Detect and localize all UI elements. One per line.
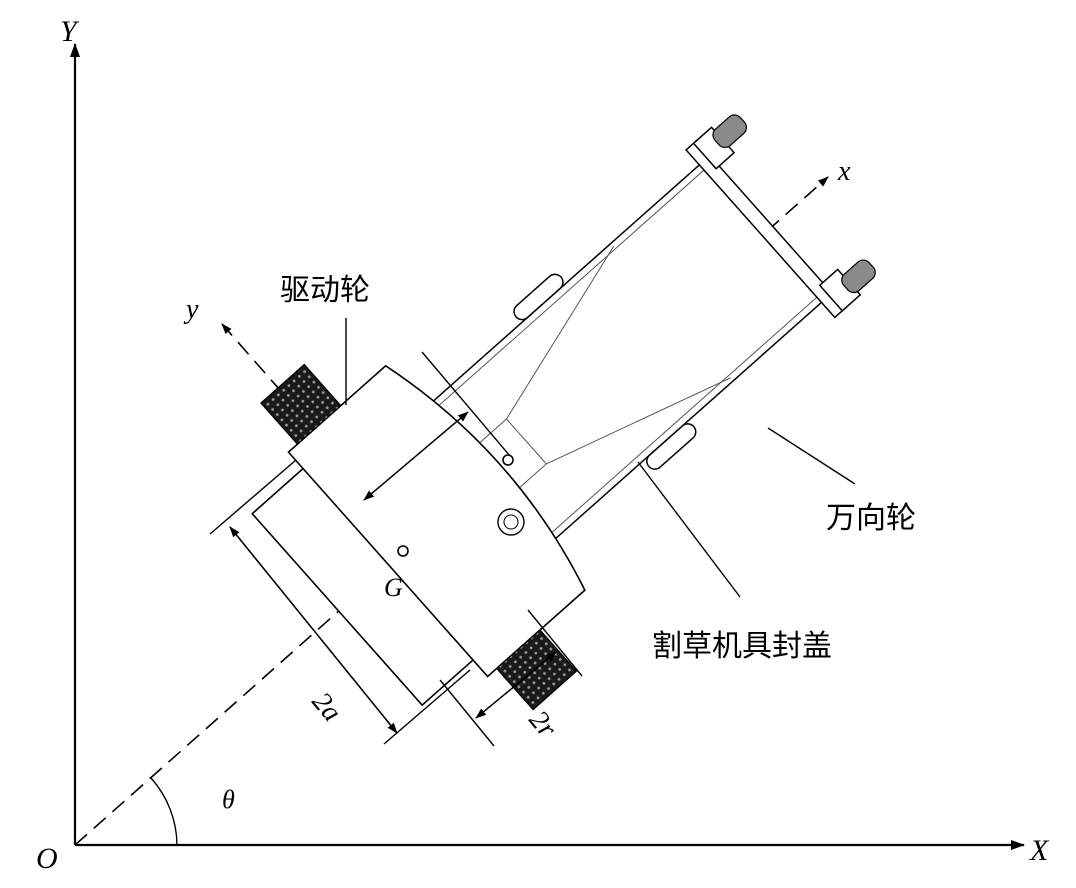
dim-2a-label: 2a	[306, 686, 348, 727]
front-extension-line	[421, 351, 511, 457]
caster-wheel-top	[692, 114, 748, 170]
front-knob	[497, 508, 525, 536]
mower-cover-label: 割草机具封盖	[652, 629, 832, 664]
origin-label: O	[36, 842, 58, 875]
global-x-label: X	[1029, 834, 1050, 867]
caster-wheel-bottom	[818, 259, 876, 312]
caster-wheel-label: 万向轮	[826, 501, 916, 536]
theta-arc	[150, 777, 178, 846]
front-reference-point	[502, 454, 514, 466]
center-of-mass-label: G	[384, 573, 403, 602]
rear-bracket	[685, 139, 847, 319]
dim-2r-ext-left	[439, 679, 495, 747]
dim-2r-label: 2r	[523, 705, 563, 744]
mower-robot	[251, 114, 876, 711]
caster-wheel-leader	[767, 427, 856, 485]
handle-bottom	[646, 423, 697, 470]
local-x-label: x	[837, 156, 851, 187]
global-y-label: Y	[60, 15, 80, 48]
handle-top	[513, 273, 564, 321]
dim-2a-ext-bottom	[383, 669, 471, 745]
cover-leader	[637, 461, 741, 598]
center-of-mass-point	[397, 545, 409, 557]
dim-2r-ext-right	[527, 609, 583, 677]
drive-wheel-label: 驱动轮	[280, 273, 370, 308]
drive-wheel-bottom	[495, 629, 578, 711]
main-body	[287, 364, 586, 678]
theta-label: θ	[222, 785, 235, 814]
drive-wheel-top	[260, 363, 342, 445]
local-y-label: y	[183, 294, 199, 325]
dim-2a-ext-top	[209, 459, 297, 535]
